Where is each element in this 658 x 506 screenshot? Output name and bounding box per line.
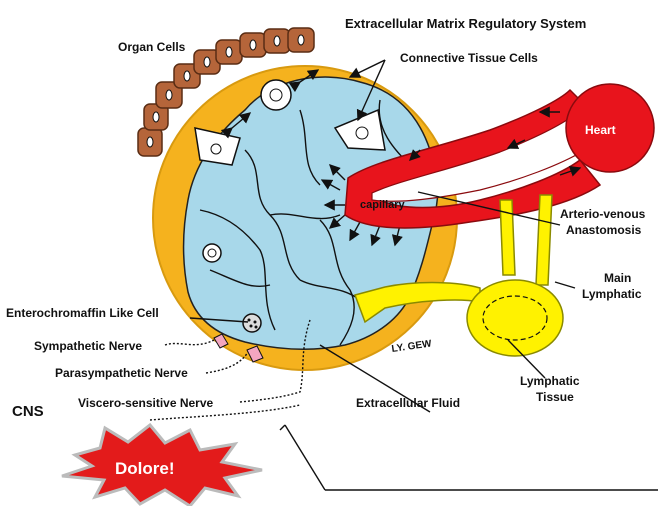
label-arterio-venous: Arterio-venous <box>560 207 646 221</box>
label-enterochromaffin: Enterochromaffin Like Cell <box>6 306 159 320</box>
label-organ-cells: Organ Cells <box>118 40 186 54</box>
label-cns: CNS <box>12 403 44 420</box>
pain-burst: Dolore! <box>62 425 262 506</box>
diagram-title: Extracellular Matrix Regulatory System <box>345 16 586 31</box>
label-capillary: capillary <box>360 199 406 211</box>
label-anastomosis: Anastomosis <box>566 223 642 237</box>
macrophage-cell <box>203 244 221 262</box>
label-extracellular-fluid: Extracellular Fluid <box>356 396 460 410</box>
label-main: Main <box>604 271 631 285</box>
label-sympathetic-nerve: Sympathetic Nerve <box>34 339 142 353</box>
label-ly-gew: LY. GEW <box>391 338 433 355</box>
label-connective-tissue-cells: Connective Tissue Cells <box>400 51 538 65</box>
label-heart: Heart <box>585 123 616 137</box>
label-viscero-sensitive-nerve: Viscero-sensitive Nerve <box>78 396 214 410</box>
label-dolore: Dolore! <box>115 459 175 478</box>
mast-cell <box>261 80 291 110</box>
label-lymphatic-tissue-2: Tissue <box>536 390 574 404</box>
label-lymphatic-tissue-1: Lymphatic <box>520 374 580 388</box>
lymph-node <box>467 280 563 356</box>
label-lymphatic: Lymphatic <box>582 287 642 301</box>
label-parasympathetic-nerve: Parasympathetic Nerve <box>55 366 188 380</box>
enterochromaffin-cell <box>243 314 261 332</box>
